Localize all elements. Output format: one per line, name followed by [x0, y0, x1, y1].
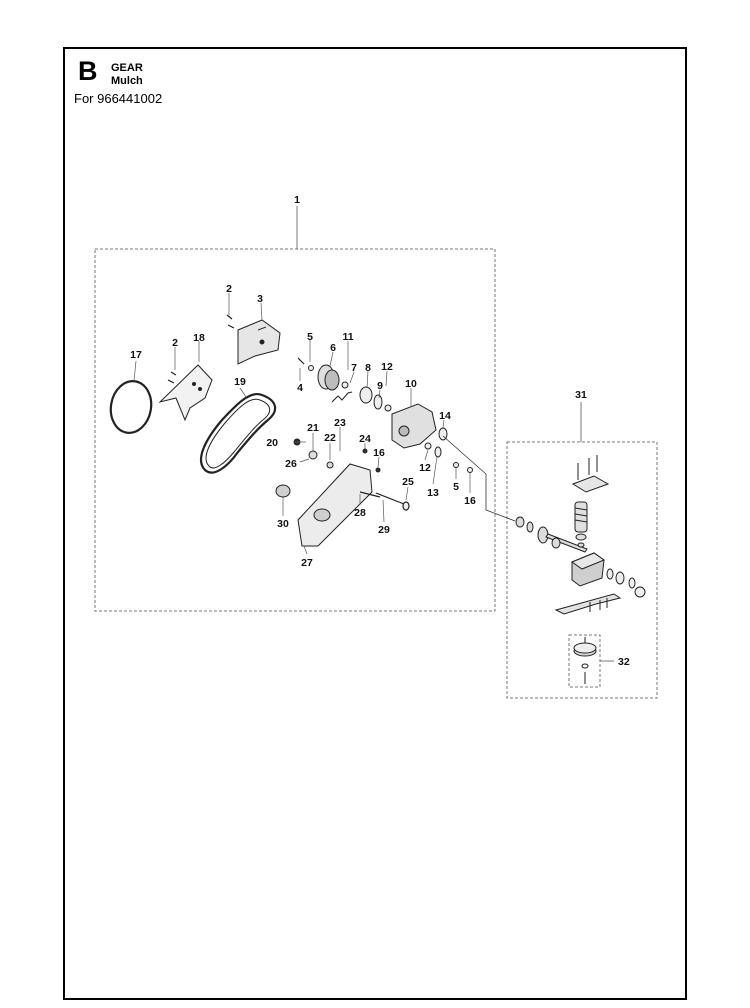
bolts-parts-25-28-29: [359, 491, 410, 511]
section-letter: B: [78, 56, 98, 86]
part-label: 8: [365, 362, 371, 374]
page-frame: [63, 47, 687, 1000]
section-subtitle: Mulch: [111, 75, 143, 87]
part-leaders: [133, 293, 471, 555]
part-label: 21: [307, 422, 319, 434]
part-label: 29: [378, 524, 390, 536]
part-label: 6: [330, 342, 336, 354]
assembly-leaders: [296, 206, 614, 662]
assembly-label-1: 1: [294, 194, 300, 206]
worm-gear: [574, 501, 588, 548]
part-label: 3: [257, 293, 263, 305]
belt-loop-part-17: [109, 380, 153, 434]
main-assembly-box: [94, 248, 496, 612]
part-label: 27: [301, 557, 313, 569]
cover-plate-part-3: [237, 319, 281, 365]
part-label: 7: [351, 362, 357, 374]
blade-hub: [573, 637, 597, 684]
gear-block: [570, 552, 606, 587]
part-label: 11: [342, 331, 353, 343]
part-label: 28: [354, 507, 366, 519]
washers-parts-5-7-8-9: [308, 365, 392, 412]
assembly-axis-line: [442, 435, 516, 522]
part-label: 22: [324, 432, 336, 444]
part-label: 5: [307, 331, 313, 343]
spring-part-11: [331, 391, 353, 403]
part-label: 9: [377, 380, 383, 392]
part-label: 18: [193, 332, 205, 344]
shaft-and-gear-parts: [515, 516, 588, 553]
part-label: 12: [419, 462, 431, 474]
part-label: 24: [359, 433, 371, 445]
part-label: 23: [334, 417, 346, 429]
gearcase-part-27: [297, 463, 373, 547]
part-label: 5: [453, 481, 459, 493]
part-label: 30: [277, 518, 289, 530]
assembly-label-31: 31: [575, 389, 587, 401]
assembly-label-32: 32: [618, 656, 630, 668]
part-label: 14: [439, 410, 451, 422]
part-label: 4: [297, 382, 303, 394]
part-label: 20: [266, 437, 278, 449]
part-label: 13: [427, 487, 439, 499]
gear-housing-part-10: [391, 403, 437, 449]
side-washers: [606, 568, 646, 598]
part-label: 12: [381, 361, 393, 373]
part-label: 19: [234, 376, 246, 388]
model-number: For 966441002: [74, 91, 163, 106]
v-belt-part-19: [199, 392, 277, 474]
blade-bar: [554, 593, 622, 615]
section-title: GEAR: [111, 62, 143, 74]
part-label: 2: [226, 283, 232, 295]
part-label: 25: [402, 476, 414, 488]
bushing-part-30: [275, 484, 291, 498]
part-label: 26: [285, 458, 297, 470]
part-label: 16: [464, 495, 476, 507]
bracket-plate-part-18: [158, 364, 213, 422]
part-label: 16: [373, 447, 385, 459]
part-label: 2: [172, 337, 178, 349]
washers-parts-12-13-14: [424, 427, 473, 473]
part-label: 10: [405, 378, 417, 390]
top-plate-and-screws: [571, 455, 610, 493]
small-bolts: [167, 314, 305, 384]
part-label: 17: [130, 349, 142, 361]
pulley-part-6: [317, 364, 340, 391]
